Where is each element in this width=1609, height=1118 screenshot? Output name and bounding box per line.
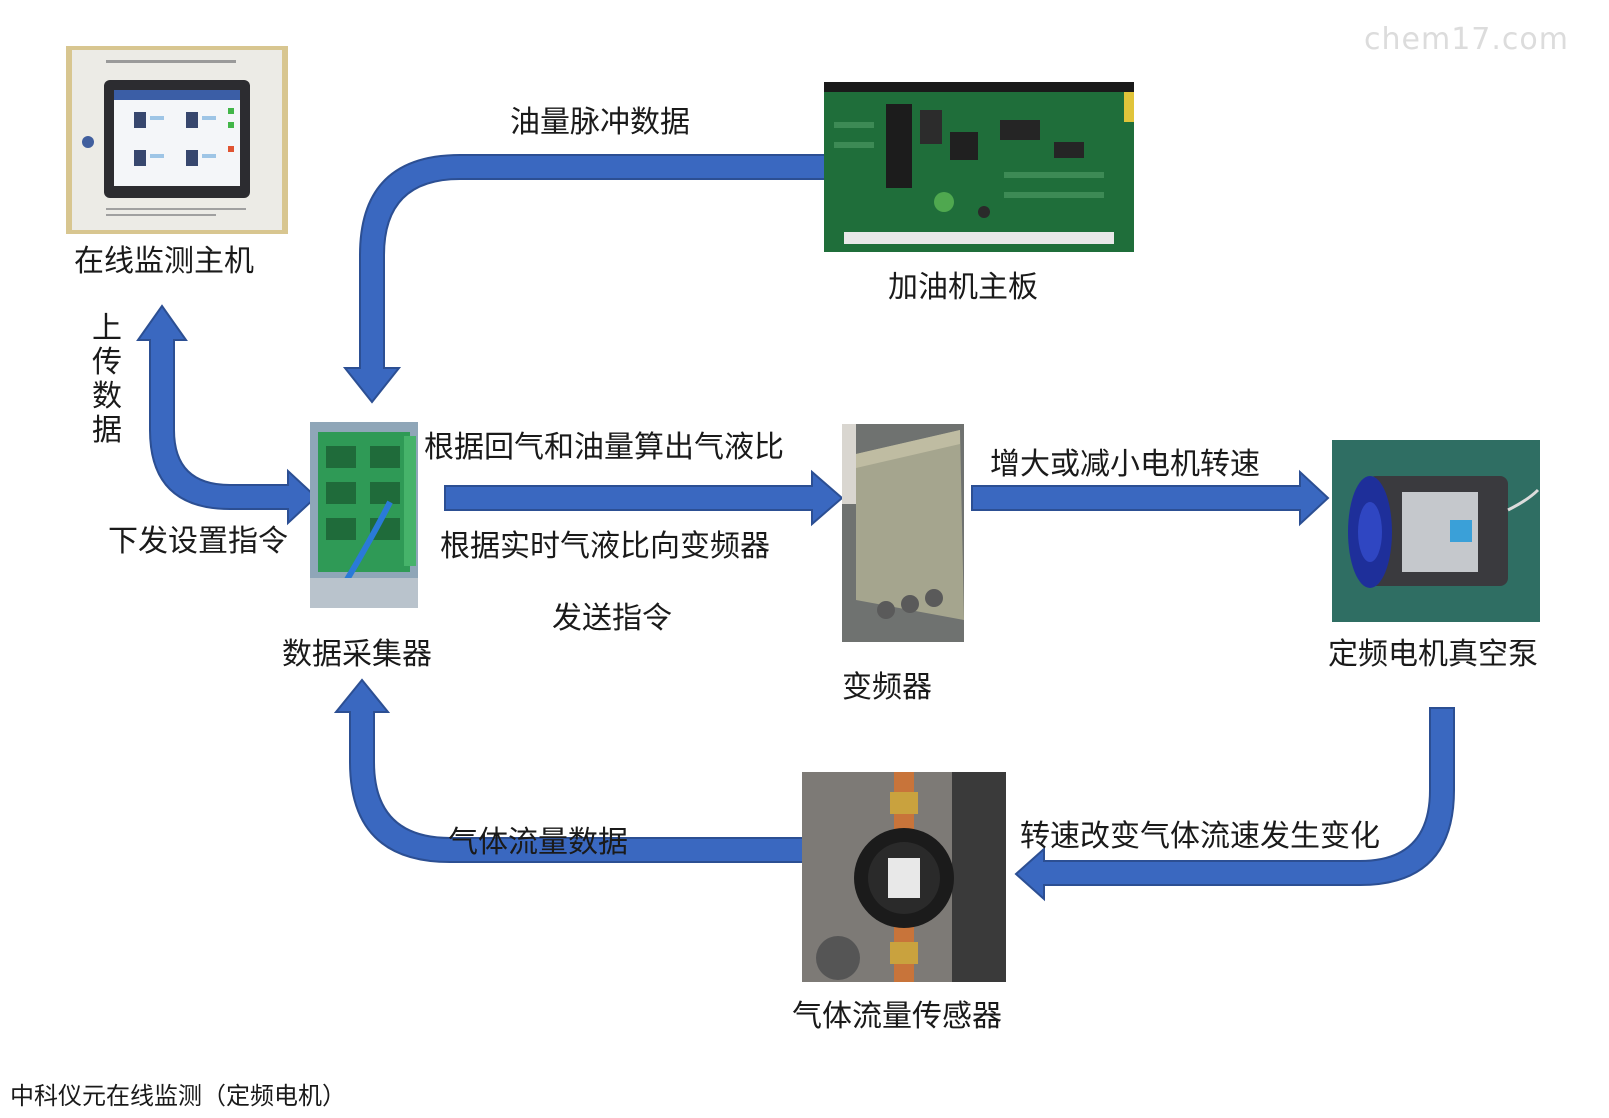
label-speed: 增大或减小电机转速 <box>990 447 1260 482</box>
label-calc-ratio: 根据回气和油量算出气液比 <box>424 430 784 465</box>
arrow-upload-download <box>136 304 318 526</box>
label-send-settings: 下发设置指令 <box>108 524 288 559</box>
sensor-image <box>802 772 1006 982</box>
label-gas-flow: 气体流量数据 <box>448 825 628 860</box>
arrow-oil-pulse <box>342 154 853 404</box>
inverter-image <box>842 424 964 642</box>
label-oil-pulse: 油量脉冲数据 <box>510 105 690 140</box>
label-collector: 数据采集器 <box>282 637 432 672</box>
label-to-inverter-2: 发送指令 <box>552 601 672 636</box>
label-upload: 上 传 数 据 <box>92 311 122 448</box>
label-flow-change: 转速改变气体流速发生变化 <box>1020 819 1380 854</box>
arrow-to-pump <box>971 469 1330 527</box>
mainboard-image <box>824 82 1134 252</box>
label-to-inverter-1: 根据实时气液比向变频器 <box>440 529 770 564</box>
arrow-to-inverter <box>444 469 844 527</box>
collector-image <box>310 422 418 608</box>
label-pump: 定频电机真空泵 <box>1328 637 1538 672</box>
pump-image <box>1332 440 1540 622</box>
caption: 中科仪元在线监测（定频电机） <box>10 1082 346 1110</box>
label-inverter: 变频器 <box>842 670 932 705</box>
label-host: 在线监测主机 <box>74 244 254 279</box>
label-sensor: 气体流量传感器 <box>792 999 1002 1034</box>
arrow-gas-flow <box>333 678 807 863</box>
label-mainboard: 加油机主板 <box>888 270 1038 305</box>
watermark: chem17.com <box>1364 22 1569 57</box>
host-monitor-image <box>66 46 288 234</box>
arrow-flow-change <box>1014 707 1455 902</box>
